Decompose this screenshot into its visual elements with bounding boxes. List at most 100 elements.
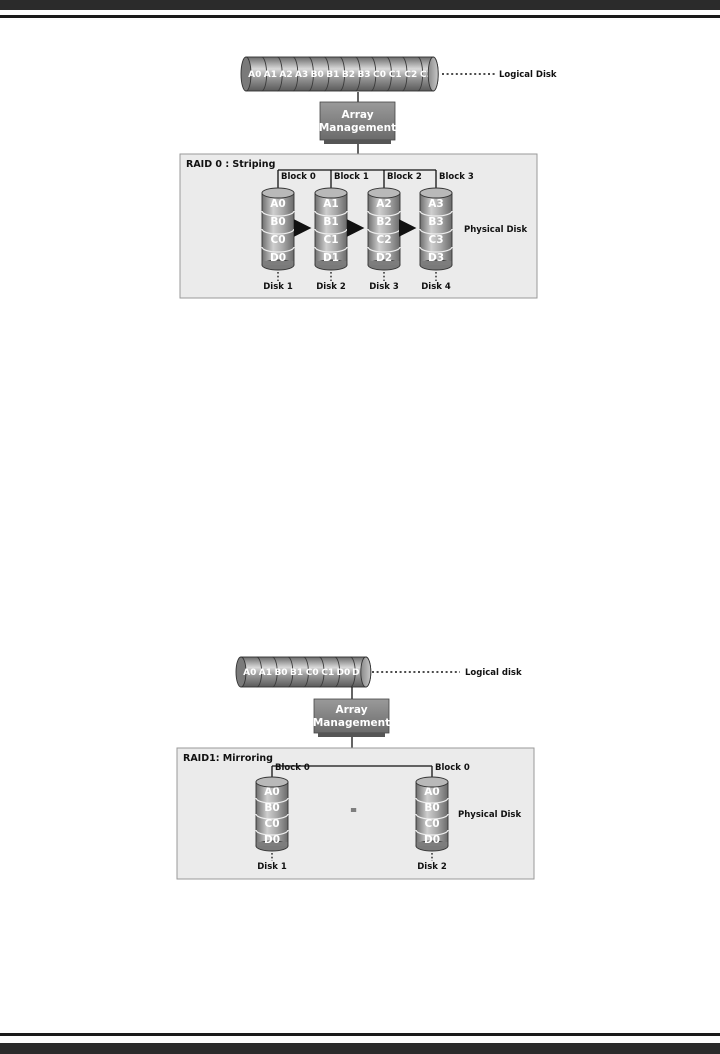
raid0-logical-segment-label: C2 bbox=[404, 70, 417, 80]
raid1-mgmt-line2: Management bbox=[313, 717, 390, 729]
raid0-disk-cell: D0 bbox=[270, 252, 286, 264]
raid1-disk-cell: C0 bbox=[264, 818, 279, 830]
top-rule bbox=[0, 15, 720, 18]
raid0-logical-segment: C1 bbox=[389, 56, 408, 92]
raid0-disk-name: Disk 3 bbox=[369, 282, 399, 292]
raid0-logical-label: Logical Disk bbox=[499, 70, 557, 80]
raid0-disk-cell: C1 bbox=[323, 234, 338, 246]
bottom-rule bbox=[0, 1033, 720, 1036]
raid1-logical-segment-label: C0 bbox=[306, 668, 319, 678]
raid0-disk-name: Disk 1 bbox=[263, 282, 293, 292]
raid0-block-label: Block 3 bbox=[439, 172, 474, 182]
raid0-logical-segment-label: A0 bbox=[248, 70, 261, 80]
raid0-disk-cell: A1 bbox=[323, 198, 338, 210]
raid0-disk-cell: B3 bbox=[428, 216, 443, 228]
raid0-disk-cell: C0 bbox=[270, 234, 285, 246]
raid1-disk-cell: A0 bbox=[264, 786, 279, 798]
raid1-block-label: Block 0 bbox=[435, 763, 470, 773]
raid0-logical-segment-label: A3 bbox=[295, 70, 308, 80]
raid0-disk-cell: A0 bbox=[270, 198, 285, 210]
raid0-logical-segment: A1 bbox=[264, 56, 283, 92]
raid1-logical-segment-label: A1 bbox=[259, 668, 272, 678]
raid1-logical-segment: C1 bbox=[321, 656, 341, 688]
raid0-disk-name: Disk 2 bbox=[316, 282, 346, 292]
raid0-disk-cell: B1 bbox=[323, 216, 338, 228]
raid0-disk-cell: A3 bbox=[428, 198, 443, 210]
raid1-logical-segment-label: B0 bbox=[274, 668, 287, 678]
raid1-logical-segment-label: C1 bbox=[321, 668, 334, 678]
raid0-block-label: Block 1 bbox=[334, 172, 369, 182]
raid0-logical-segment: B1 bbox=[326, 56, 346, 92]
raid1-disk-name: Disk 1 bbox=[257, 862, 287, 872]
raid1-disk-cell: C0 bbox=[424, 818, 439, 830]
raid0-mgmt-line1: Array bbox=[341, 109, 373, 121]
raid0-disk-cell: D1 bbox=[323, 252, 339, 264]
raid1-mgmt-line1: Array bbox=[335, 704, 367, 716]
raid0-disk-name: Disk 4 bbox=[421, 282, 451, 292]
raid0-disk-cell: C2 bbox=[376, 234, 391, 246]
raid0-logical-segment: B3 bbox=[357, 56, 377, 92]
raid1-disk-cell: B0 bbox=[424, 802, 439, 814]
raid1-logical-segment-label: D0 bbox=[337, 668, 351, 678]
raid1-logical-segment: C0 bbox=[306, 656, 325, 688]
raid1-equals-sign: = bbox=[350, 806, 357, 816]
raid1-disk-name: Disk 2 bbox=[417, 862, 447, 872]
raid1-block-label: Block 0 bbox=[275, 763, 310, 773]
raid1-disk-cell: A0 bbox=[424, 786, 439, 798]
raid0-logical-segment-label: A2 bbox=[279, 70, 292, 80]
raid0-logical-segment-label: C0 bbox=[373, 70, 386, 80]
raid1-logical-segment: B0 bbox=[274, 656, 294, 688]
raid0-logical-segment: A0 bbox=[248, 56, 268, 92]
raid1-box-title: RAID1: Mirroring bbox=[183, 753, 273, 764]
bottom-bar bbox=[0, 1043, 720, 1054]
raid0-physical-label: Physical Disk bbox=[464, 225, 527, 235]
raid1-logical-segment-label: B1 bbox=[290, 668, 303, 678]
raid1-logical-segment: A1 bbox=[259, 656, 278, 688]
raid1-disk-cell: D0 bbox=[264, 834, 280, 846]
raid0-logical-segment-label: B3 bbox=[357, 70, 370, 80]
raid0-logical-segment: C2 bbox=[404, 56, 424, 92]
raid0-logical-segment: A2 bbox=[279, 56, 299, 92]
raid1-array-management: Array Management bbox=[313, 698, 390, 737]
raid1-logical-segment: B1 bbox=[290, 656, 309, 688]
raid0-disk-cell: B2 bbox=[376, 216, 391, 228]
raid0-logical-segment-label: B0 bbox=[311, 70, 324, 80]
raid0-mgmt-line2: Management bbox=[319, 122, 396, 134]
raid0-block-label: Block 2 bbox=[387, 172, 422, 182]
raid1-logical-segment: D0 bbox=[337, 656, 356, 688]
raid0-logical-segment-label: A1 bbox=[264, 70, 277, 80]
raid1-disk-cell: B0 bbox=[264, 802, 279, 814]
raid0-logical-segment: A3 bbox=[295, 56, 314, 92]
raid1-logical-segment: A0 bbox=[243, 656, 263, 688]
raid1-logical-label: Logical disk bbox=[465, 668, 522, 678]
raid0-logical-segment-label: B1 bbox=[326, 70, 339, 80]
raid1-mirroring-box bbox=[176, 747, 535, 880]
raid0-disk-cell: D3 bbox=[428, 252, 444, 264]
raid1-logical-segment-label: D1 bbox=[352, 668, 366, 678]
raid1-physical-label: Physical Disk bbox=[458, 810, 521, 820]
raid1-disk-cell: D0 bbox=[424, 834, 440, 846]
raid0-logical-segment-label: B2 bbox=[342, 70, 355, 80]
raid0-disk-cell: D2 bbox=[376, 252, 392, 264]
raid0-logical-segment-label: C3 bbox=[420, 70, 433, 80]
raid0-disk-cell: B0 bbox=[270, 216, 285, 228]
raid0-disk-cell: C3 bbox=[428, 234, 443, 246]
top-bar bbox=[0, 0, 720, 10]
raid0-logical-segment: B2 bbox=[342, 56, 361, 92]
raid0-disk-cell: A2 bbox=[376, 198, 391, 210]
raid1-logical-segment-label: A0 bbox=[243, 668, 256, 678]
raid0-array-management: Array Management bbox=[319, 101, 396, 144]
